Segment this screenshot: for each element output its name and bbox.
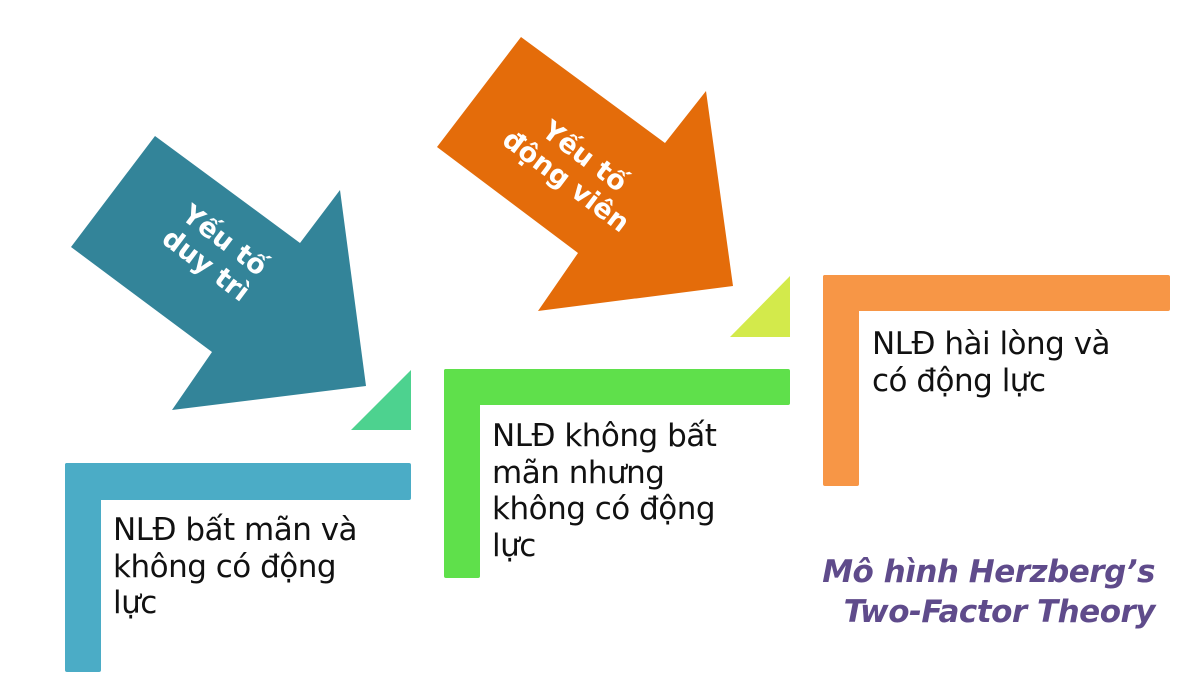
- step-3-line-2: có động lực: [872, 362, 1046, 399]
- caption-line-1: Mô hình Herzberg’s: [822, 554, 1155, 590]
- step-2-line-3: không có động: [492, 491, 716, 528]
- step-1-line-3: lực: [113, 585, 157, 622]
- step-2-line-1: NLĐ không bất: [492, 418, 717, 454]
- step-2-text: NLĐ không bất mãn nhưng không có động lự…: [492, 418, 717, 564]
- hygiene-factor-arrow: [71, 136, 366, 410]
- step-1-line-2: không có động: [113, 548, 337, 585]
- step-1-text: NLĐ bất mãn và không có động lực: [113, 512, 358, 622]
- step-3-bracket: [823, 275, 1170, 486]
- step-1-line-1: NLĐ bất mãn và: [113, 512, 358, 548]
- diagram-caption: Mô hình Herzberg’s Two-Factor Theory: [822, 552, 1155, 633]
- step-3-line-1: NLĐ hài lòng và: [872, 326, 1111, 362]
- step-3-text: NLĐ hài lòng và có động lực: [872, 326, 1111, 399]
- motivator-factor-arrow: [437, 37, 733, 311]
- caption-line-2: Two-Factor Theory: [843, 594, 1156, 631]
- step-2-line-4: lực: [492, 527, 536, 564]
- step-1-bracket: [65, 463, 411, 672]
- step-2-line-2: mãn nhưng: [492, 454, 665, 491]
- step-1-accent-triangle: [351, 370, 411, 430]
- step-2-accent-triangle: [730, 276, 790, 337]
- step-2-bracket: [444, 369, 790, 578]
